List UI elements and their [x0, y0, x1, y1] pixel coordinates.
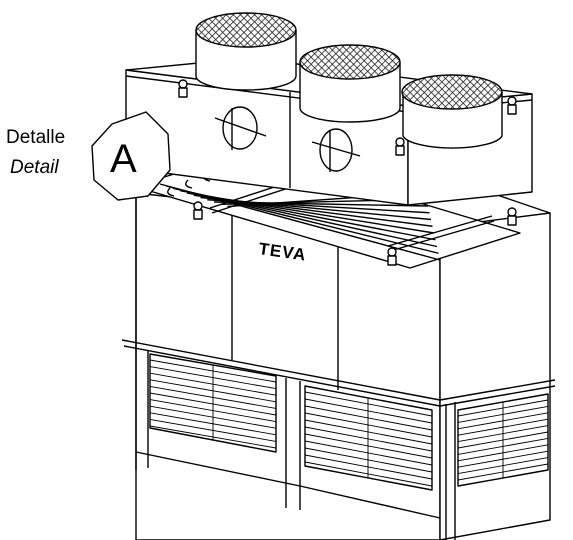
drawing-line [457, 444, 549, 462]
drawing-line [149, 425, 277, 449]
louvre-panel-left [149, 353, 277, 453]
callout-label-english: Detail [10, 157, 59, 178]
drawing-line [457, 450, 549, 468]
lifting-lug-plate [507, 215, 517, 226]
drawing-line [457, 437, 549, 455]
fan-3 [401, 74, 503, 149]
drawing-line [457, 425, 549, 443]
lifting-lug-plate [387, 255, 397, 266]
lifting-lug [507, 96, 517, 106]
drawing-line [149, 392, 277, 416]
drawing-line [304, 412, 433, 438]
lifting-lug [387, 247, 397, 257]
drawing-line [304, 426, 433, 452]
drawing-line [304, 461, 433, 487]
drawing-line [304, 398, 433, 424]
fan-1 [195, 12, 297, 91]
lifting-lug [395, 137, 405, 147]
drawing-line [457, 457, 549, 475]
lifting-lugs [178, 79, 517, 266]
drawing-line [304, 419, 433, 445]
drawing-line [304, 447, 433, 473]
lifting-lug-plate [178, 87, 188, 98]
access-door-left [214, 106, 267, 150]
drawing-line [149, 418, 277, 442]
lifting-lug [193, 201, 203, 211]
drawing-line [149, 385, 277, 409]
drawing-line [149, 412, 277, 436]
drawing-line [457, 412, 549, 430]
callout-octagon [91, 111, 171, 201]
lifting-lug-plate [193, 209, 203, 220]
drawing-line [149, 372, 277, 396]
access-door-right [311, 128, 361, 172]
lifting-lug-plate [507, 104, 517, 115]
drawing-line [457, 463, 549, 481]
detail-callout: A Detalle Detail [6, 111, 171, 201]
drawing-line [304, 440, 433, 466]
lifting-lug-plate [395, 145, 405, 156]
drawing-line [149, 379, 277, 403]
drawing-line [457, 431, 549, 449]
fan-2 [299, 44, 401, 123]
drawing-line [457, 418, 549, 436]
drawing-line [304, 405, 433, 431]
drawing-line [457, 405, 549, 423]
louvre-panel-middle [304, 385, 433, 491]
drawing-line [149, 366, 277, 390]
callout-label-spanish: Detalle [6, 127, 65, 148]
drawing-line [149, 359, 277, 383]
callout-letter: A [110, 137, 137, 181]
drawing-line [149, 399, 277, 423]
drawing-line [149, 405, 277, 429]
drawing-line [457, 399, 549, 417]
drawing-line [304, 391, 433, 417]
louvre-panel-right [457, 393, 549, 487]
lifting-lug [178, 79, 188, 89]
drawing-line [304, 454, 433, 480]
lifting-lug [507, 207, 517, 217]
drawing-line [304, 433, 433, 459]
drawing-line [213, 201, 429, 207]
